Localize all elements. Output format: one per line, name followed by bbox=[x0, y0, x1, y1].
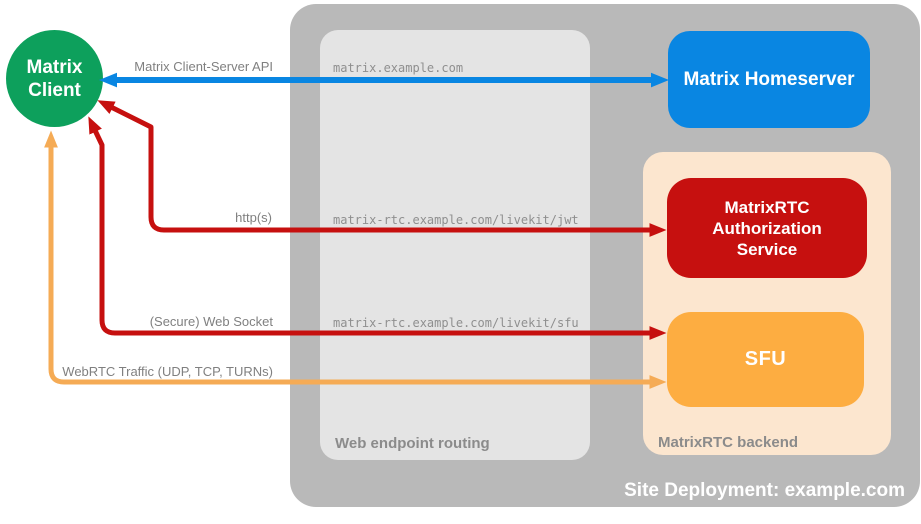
client-server-api-label: Matrix Client-Server API bbox=[134, 59, 273, 74]
auth-service-label-line2: Authorization bbox=[712, 218, 822, 238]
jwt-endpoint-url: matrix-rtc.example.com/livekit/jwt bbox=[333, 213, 579, 227]
web-socket-label: (Secure) Web Socket bbox=[149, 314, 273, 329]
matrixrtc-authorization-service-node: MatrixRTC Authorization Service bbox=[667, 178, 867, 278]
web-endpoint-routing-panel bbox=[320, 30, 590, 460]
sfu-node: SFU bbox=[667, 312, 864, 407]
matrixrtc-backend-caption: MatrixRTC backend bbox=[658, 434, 799, 451]
sfu-label: SFU bbox=[744, 348, 787, 370]
webrtc-traffic-label: WebRTC Traffic (UDP, TCP, TURNs) bbox=[62, 364, 273, 379]
web-endpoint-routing-caption: Web endpoint routing bbox=[335, 435, 490, 452]
matrix-client-node: Matrix Client bbox=[6, 30, 103, 127]
https-label: http(s) bbox=[235, 210, 272, 225]
auth-service-label-line3: Service bbox=[736, 239, 798, 259]
matrix-client-label-line1: Matrix bbox=[26, 56, 83, 78]
site-deployment-caption: Site Deployment: example.com bbox=[624, 480, 905, 501]
matrix-client-label-line2: Client bbox=[28, 79, 81, 101]
auth-service-label-line1: MatrixRTC bbox=[724, 197, 810, 217]
matrix-homeserver-node: Matrix Homeserver bbox=[668, 31, 870, 128]
sfu-endpoint-url: matrix-rtc.example.com/livekit/sfu bbox=[333, 316, 579, 330]
matrix-homeserver-label: Matrix Homeserver bbox=[683, 68, 855, 90]
homeserver-endpoint-url: matrix.example.com bbox=[333, 61, 464, 75]
